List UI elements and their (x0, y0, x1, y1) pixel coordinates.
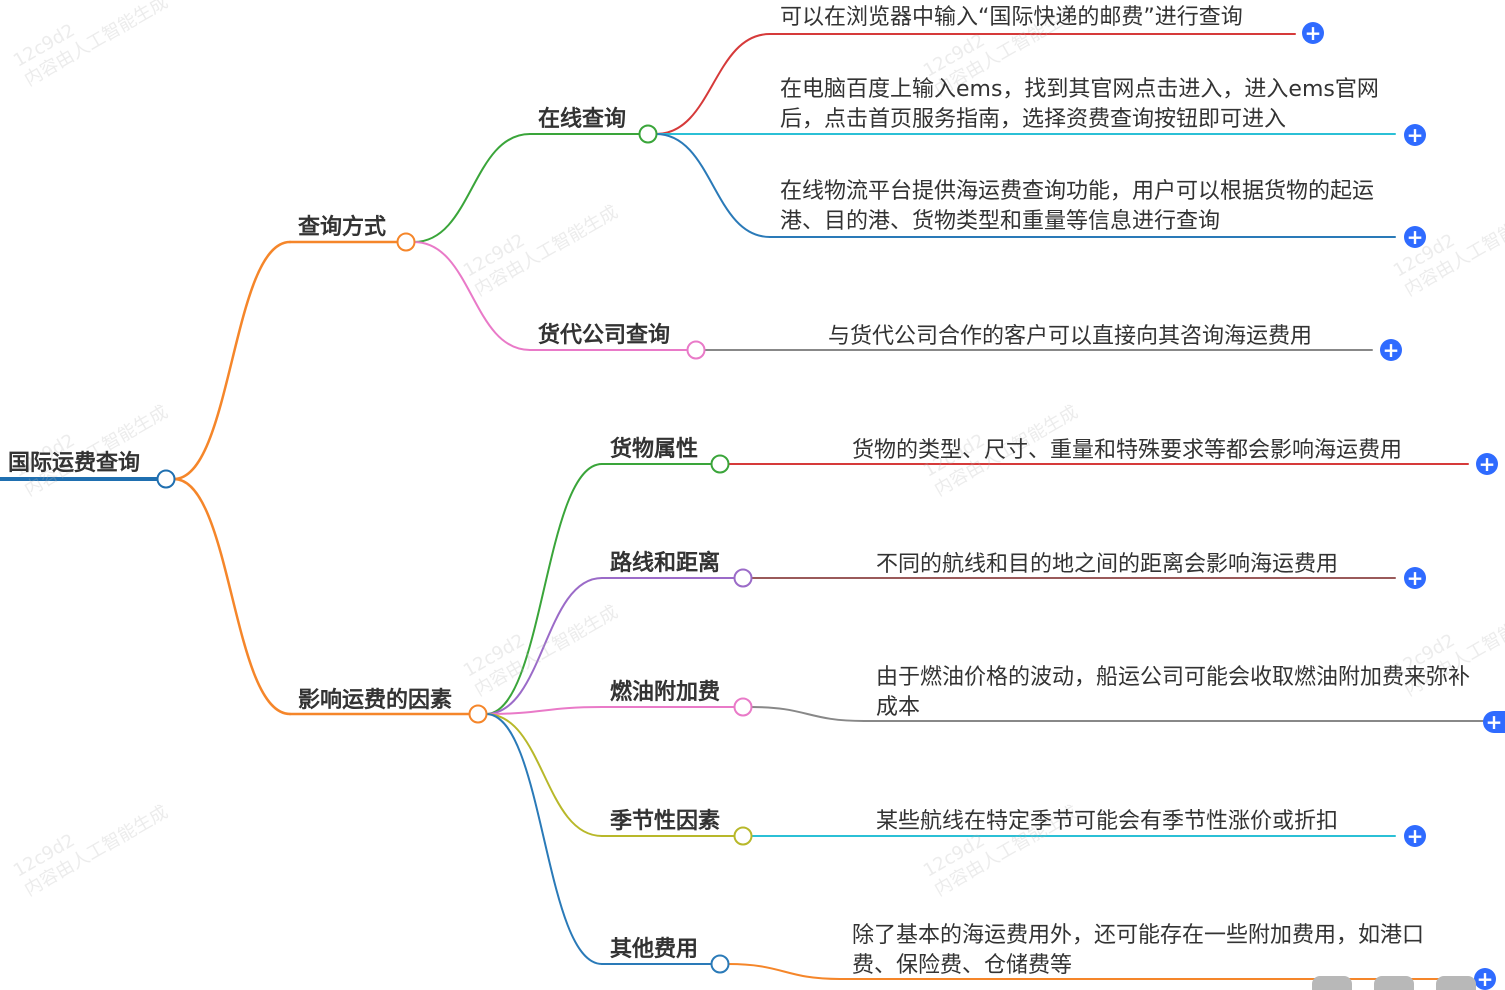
subbranch-node-circle[interactable] (733, 697, 753, 717)
branch-node-circle[interactable] (396, 232, 416, 252)
leaf-text[interactable]: 除了基本的海运费用外，还可能存在一些附加费用，如港口费、保险费、仓储费等 (852, 923, 1425, 978)
subbranch-node-circle[interactable] (686, 340, 706, 360)
expand-plus-icon[interactable]: + (1380, 339, 1402, 361)
subbranch-label-fuel-surcharge[interactable]: 燃油附加费 (610, 680, 721, 705)
expand-plus-icon[interactable]: + (1476, 453, 1498, 475)
leaf-connector (750, 706, 865, 722)
subbranch-connector (485, 463, 603, 715)
branch-label-query-methods[interactable]: 查询方式 (298, 215, 387, 240)
branch-node-circle[interactable] (468, 704, 488, 724)
subbranch-connector (485, 706, 603, 715)
leaf-text[interactable]: 某些航线在特定季节可能会有季节性涨价或折扣 (876, 809, 1339, 834)
subbranch-label-route-distance[interactable]: 路线和距离 (610, 551, 721, 576)
toolbar-button[interactable] (1312, 976, 1352, 990)
leaf-text[interactable]: 由于燃油价格的波动，船运公司可能会收取燃油附加费来弥补成本 (876, 665, 1471, 720)
subbranch-connector (485, 713, 603, 965)
subbranch-connector (413, 133, 531, 243)
leaf-text[interactable]: 在线物流平台提供海运费查询功能，用户可以根据货物的起运港、目的港、货物类型和重量… (780, 179, 1375, 234)
leaf-connector (655, 133, 771, 238)
branch-connector (172, 477, 292, 716)
leaf-text[interactable]: 货物的类型、尺寸、重量和特殊要求等都会影响海运费用 (852, 438, 1403, 463)
subbranch-node-circle[interactable] (710, 454, 730, 474)
subbranch-connector (485, 713, 603, 837)
root-node-label[interactable]: 国际运费查询 (8, 451, 141, 476)
subbranch-node-circle[interactable] (733, 826, 753, 846)
expand-plus-icon[interactable]: + (1404, 825, 1426, 847)
leaf-text[interactable]: 与货代公司合作的客户可以直接向其咨询海运费用 (828, 324, 1313, 349)
leaf-text[interactable]: 不同的航线和目的地之间的距离会影响海运费用 (876, 552, 1339, 577)
expand-plus-icon[interactable]: + (1404, 226, 1426, 248)
subbranch-label-seasonal-factors[interactable]: 季节性因素 (610, 809, 721, 834)
leaf-text[interactable]: 可以在浏览器中输入“国际快递的邮费”进行查询 (780, 5, 1243, 30)
leaf-connector (727, 963, 841, 980)
toolbar-button[interactable] (1374, 976, 1414, 990)
expand-plus-icon[interactable]: + (1483, 711, 1505, 733)
subbranch-node-circle[interactable] (710, 954, 730, 974)
toolbar-button[interactable] (1436, 976, 1476, 990)
branch-connector (172, 240, 292, 481)
leaf-text[interactable]: 在电脑百度上输入ems，找到其官网点击进入，进入ems官网后，点击首页服务指南，… (780, 77, 1379, 132)
subbranch-label-cargo-attributes[interactable]: 货物属性 (610, 437, 699, 462)
subbranch-node-circle[interactable] (638, 124, 658, 144)
branch-label-cost-factors[interactable]: 影响运费的因素 (298, 688, 453, 713)
subbranch-node-circle[interactable] (733, 568, 753, 588)
root-node-circle[interactable] (156, 469, 176, 489)
subbranch-connector (413, 241, 531, 351)
subbranch-label-other-fees[interactable]: 其他费用 (610, 937, 699, 962)
expand-plus-icon[interactable]: + (1302, 22, 1324, 44)
leaf-connector (655, 33, 771, 135)
expand-plus-icon[interactable]: + (1474, 968, 1496, 990)
expand-plus-icon[interactable]: + (1404, 567, 1426, 589)
subbranch-connector (485, 577, 603, 715)
expand-plus-icon[interactable]: + (1404, 124, 1426, 146)
subbranch-label-forwarder-query[interactable]: 货代公司查询 (538, 323, 671, 348)
subbranch-label-online-query[interactable]: 在线查询 (538, 107, 627, 132)
